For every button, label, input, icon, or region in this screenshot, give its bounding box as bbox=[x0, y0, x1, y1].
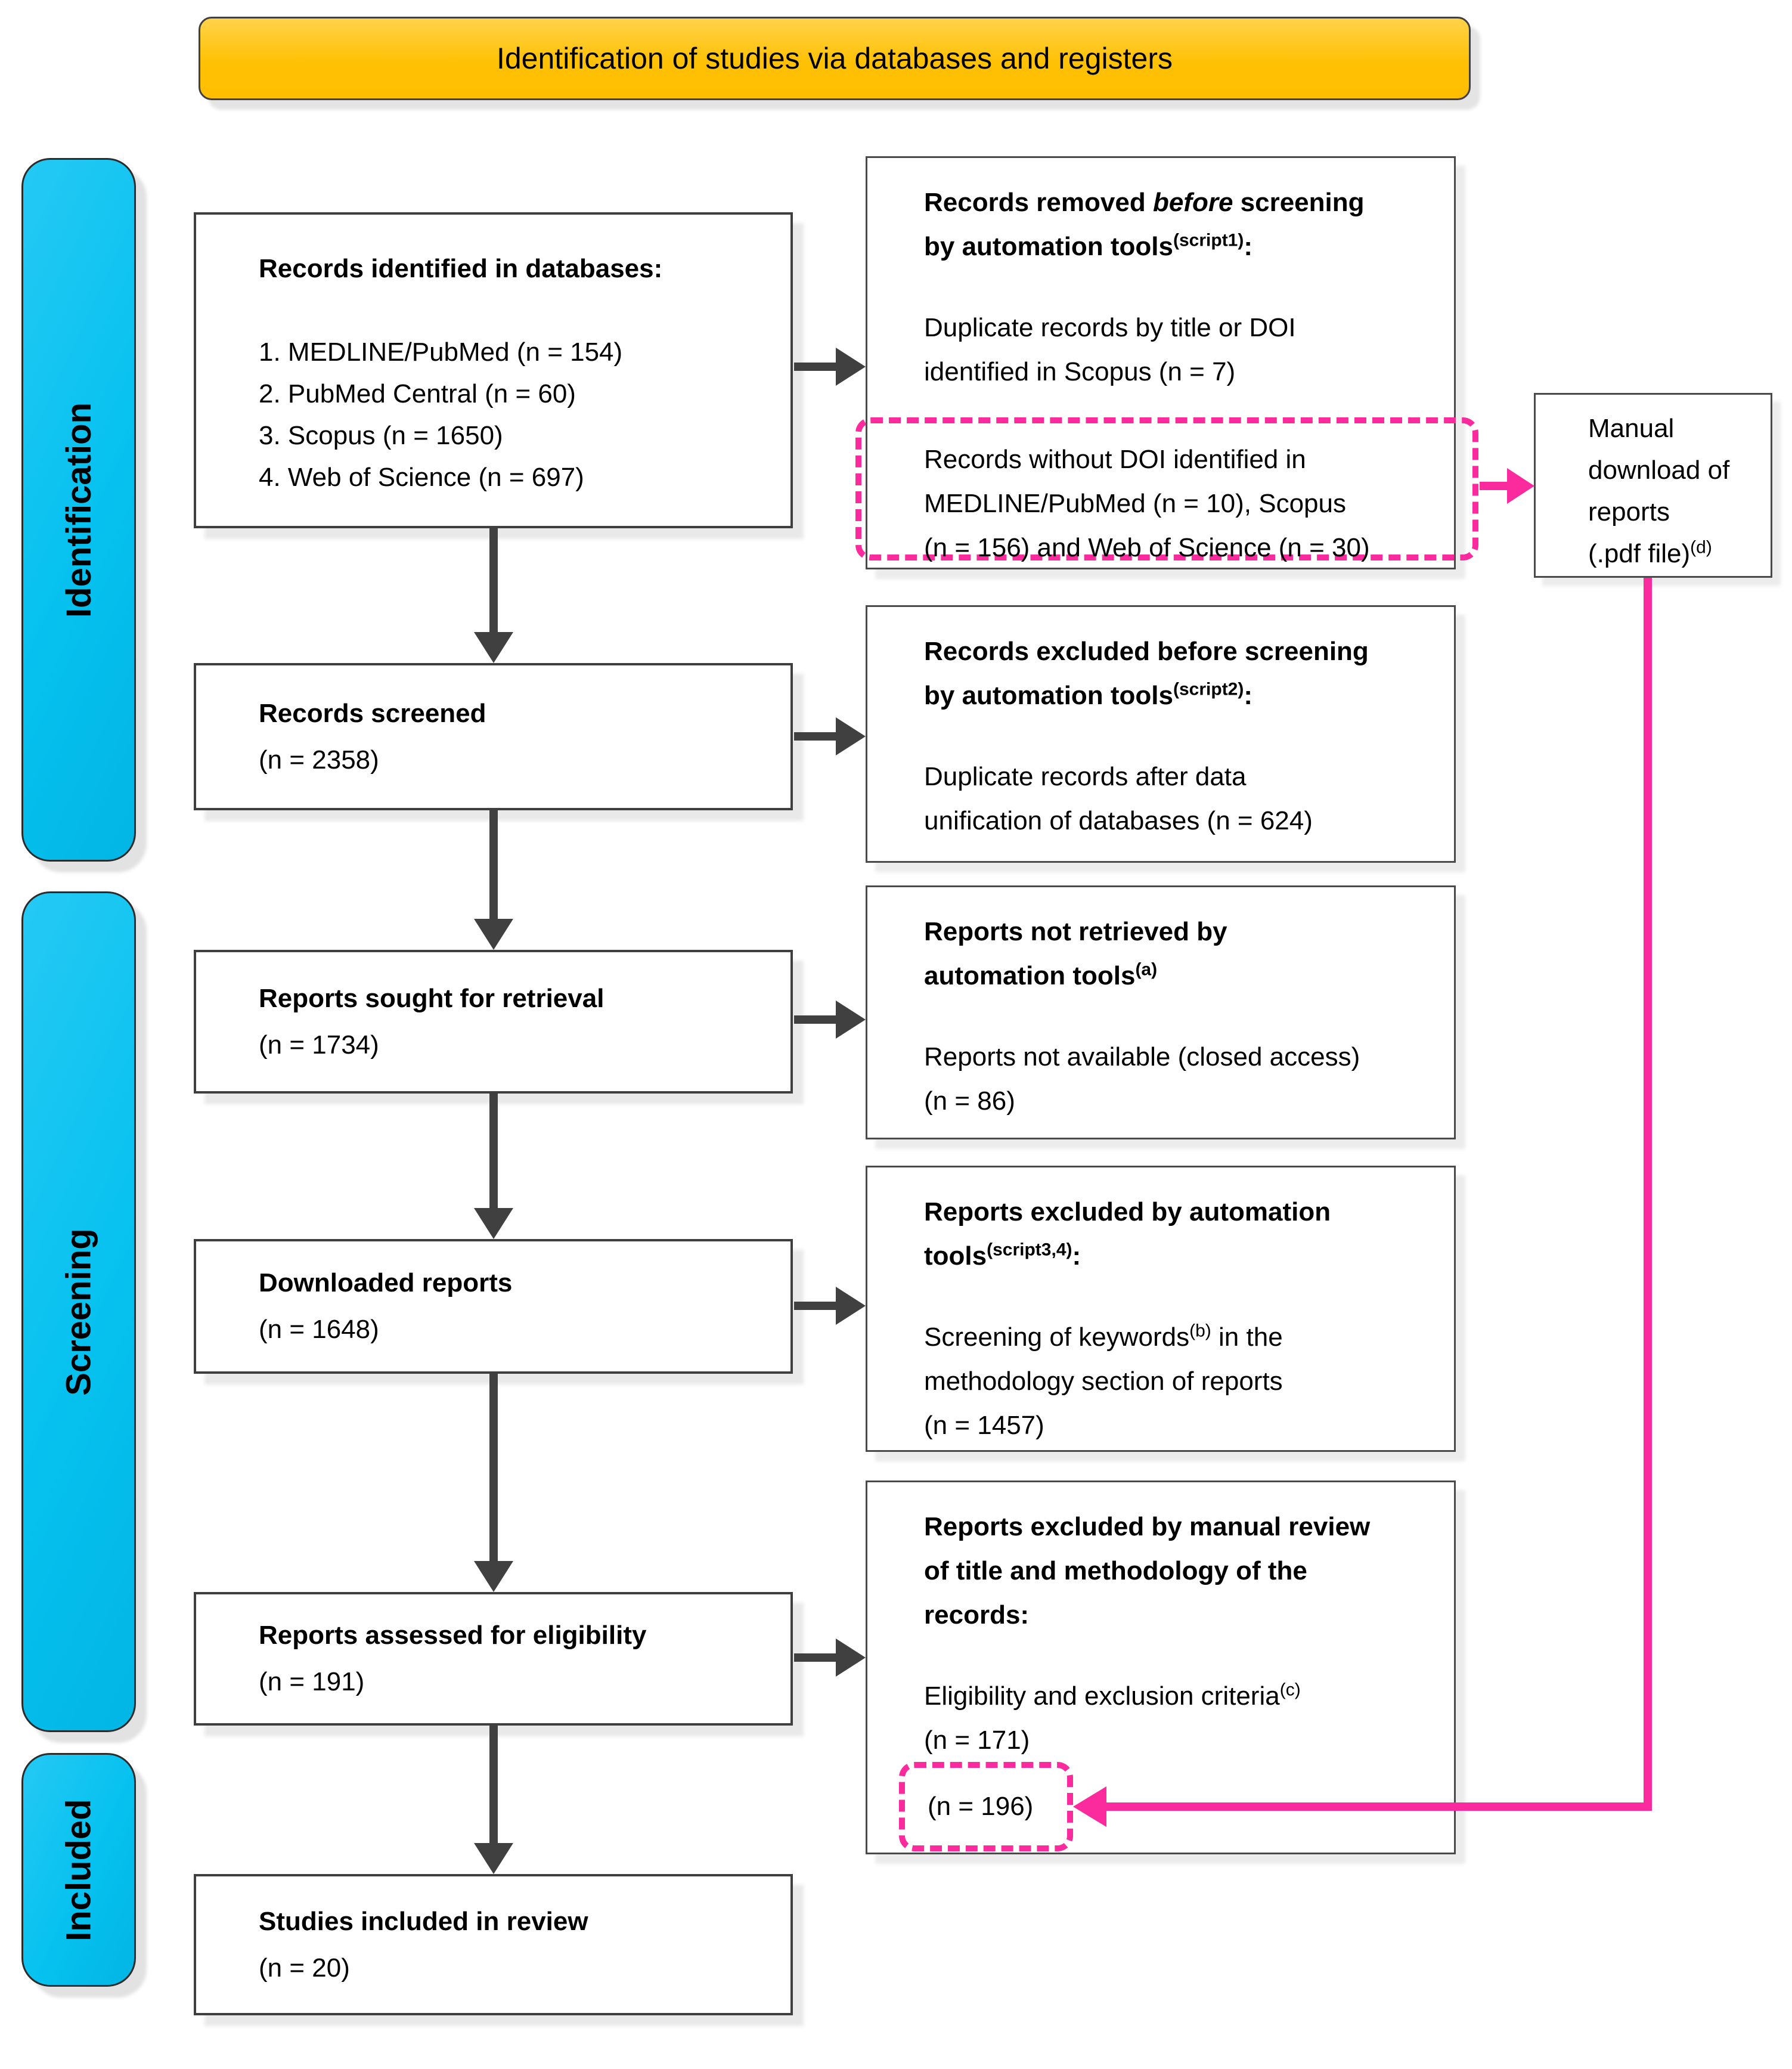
heading-text: tools bbox=[924, 1241, 987, 1271]
box-reports-not-retrieved-heading: Reports not retrieved by automation tool… bbox=[924, 910, 1424, 998]
heading-text: : bbox=[1244, 232, 1253, 261]
box-records-screened-count: (n = 2358) bbox=[259, 745, 379, 775]
body-superscript: (b) bbox=[1189, 1321, 1211, 1341]
heading-text: Reports not retrieved by bbox=[924, 917, 1227, 946]
heading-superscript: (script2) bbox=[1173, 679, 1244, 699]
body-text: (n = 171) bbox=[924, 1726, 1030, 1755]
body-text: (n = 1457) bbox=[924, 1411, 1044, 1440]
heading-text: by automation tools bbox=[924, 232, 1173, 261]
heading-text: Reports excluded by manual review bbox=[924, 1512, 1371, 1541]
body-superscript: (c) bbox=[1279, 1680, 1301, 1700]
heading-text: Records excluded before screening bbox=[924, 637, 1369, 666]
box-downloaded-reports-title: Downloaded reports bbox=[259, 1268, 513, 1297]
heading-superscript: (a) bbox=[1135, 959, 1158, 980]
box-reports-assessed-count: (n = 191) bbox=[259, 1667, 365, 1696]
box-records-removed-heading: Records removed before screening by auto… bbox=[924, 181, 1424, 269]
dashed-text: (n = 196) bbox=[928, 1792, 1034, 1821]
box-reports-excluded-automation: Reports excluded by automation tools(scr… bbox=[866, 1166, 1456, 1452]
database-item: 2. PubMed Central (n = 60) bbox=[259, 379, 576, 408]
dashed-box-records-without-doi: Records without DOI identified in MEDLIN… bbox=[855, 417, 1478, 562]
body-text: in the bbox=[1211, 1322, 1283, 1352]
box-records-screened-title: Records screened bbox=[259, 698, 486, 728]
stage-label-screening: Screening bbox=[59, 1228, 98, 1396]
stage-label-included: Included bbox=[59, 1798, 98, 1941]
heading-superscript: (script3,4) bbox=[987, 1240, 1072, 1260]
box-manual-download: Manual download of reports (.pdf file)(d… bbox=[1534, 393, 1772, 578]
body-text: methodology section of reports bbox=[924, 1367, 1283, 1396]
box-records-removed-before-screening: Records removed before screening by auto… bbox=[866, 156, 1456, 569]
body-text: (.pdf file) bbox=[1588, 539, 1691, 568]
box-reports-sought-count: (n = 1734) bbox=[259, 1030, 379, 1060]
database-item: 4. Web of Science (n = 697) bbox=[259, 463, 584, 492]
stage-band-screening: Screening bbox=[21, 891, 136, 1732]
box-reports-excluded-manual-heading: Reports excluded by manual review of tit… bbox=[924, 1505, 1424, 1637]
body-text: (n = 86) bbox=[924, 1086, 1015, 1116]
database-item: 3. Scopus (n = 1650) bbox=[259, 421, 503, 450]
box-reports-excluded-manual-review: Reports excluded by manual review of tit… bbox=[866, 1480, 1456, 1854]
box-reports-excluded-automation-body: Screening of keywords(b) in the methodol… bbox=[924, 1315, 1424, 1448]
body-text: identified in Scopus (n = 7) bbox=[924, 357, 1236, 386]
dashed-text: (n = 156) and Web of Science (n = 30) bbox=[924, 533, 1370, 562]
box-records-removed-body: Duplicate records by title or DOI identi… bbox=[924, 306, 1424, 394]
box-records-identified: Records identified in databases: 1. MEDL… bbox=[194, 212, 793, 528]
box-records-excluded-heading: Records excluded before screening by aut… bbox=[924, 630, 1424, 718]
box-reports-not-retrieved-body: Reports not available (closed access) (n… bbox=[924, 1035, 1424, 1123]
box-reports-not-retrieved: Reports not retrieved by automation tool… bbox=[866, 885, 1456, 1139]
box-studies-included-count: (n = 20) bbox=[259, 1953, 350, 1983]
banner-title: Identification of studies via databases … bbox=[496, 42, 1173, 75]
database-item: 1. MEDLINE/PubMed (n = 154) bbox=[259, 337, 623, 367]
heading-text: screening bbox=[1233, 188, 1365, 217]
box-studies-included-title: Studies included in review bbox=[259, 1906, 588, 1936]
body-text: Duplicate records by title or DOI bbox=[924, 313, 1296, 342]
body-text: unification of databases (n = 624) bbox=[924, 806, 1313, 835]
stage-band-included: Included bbox=[21, 1753, 136, 1987]
stage-band-identification: Identification bbox=[21, 158, 136, 862]
box-studies-included: Studies included in review (n = 20) bbox=[194, 1874, 793, 2015]
box-reports-sought: Reports sought for retrieval (n = 1734) bbox=[194, 950, 793, 1094]
body-text: Screening of keywords bbox=[924, 1322, 1190, 1352]
body-superscript: (d) bbox=[1690, 537, 1712, 557]
database-list: 1. MEDLINE/PubMed (n = 154) 2. PubMed Ce… bbox=[259, 332, 767, 498]
dashed-text: MEDLINE/PubMed (n = 10), Scopus bbox=[924, 489, 1346, 518]
heading-superscript: (script1) bbox=[1173, 230, 1244, 250]
box-records-screened: Records screened (n = 2358) bbox=[194, 663, 793, 810]
heading-italic: before bbox=[1152, 188, 1233, 217]
body-text: download of bbox=[1588, 456, 1730, 485]
heading-text: Reports excluded by automation bbox=[924, 1197, 1331, 1226]
box-reports-excluded-manual-body: Eligibility and exclusion criteria(c) (n… bbox=[924, 1674, 1424, 1763]
dashed-text: Records without DOI identified in bbox=[924, 445, 1306, 474]
body-text: Reports not available (closed access) bbox=[924, 1042, 1360, 1071]
heading-text: Records removed bbox=[924, 188, 1153, 217]
heading-text: : bbox=[1072, 1241, 1081, 1271]
box-records-excluded-before-screening: Records excluded before screening by aut… bbox=[866, 605, 1456, 863]
box-reports-assessed: Reports assessed for eligibility (n = 19… bbox=[194, 1592, 793, 1726]
heading-text: records: bbox=[924, 1600, 1030, 1630]
box-records-excluded-body: Duplicate records after data unification… bbox=[924, 755, 1424, 843]
dashed-box-n196: (n = 196) bbox=[899, 1762, 1073, 1851]
body-text: Manual bbox=[1588, 414, 1675, 443]
box-records-identified-title: Records identified in databases: bbox=[259, 254, 663, 283]
body-text: Duplicate records after data bbox=[924, 762, 1247, 791]
box-downloaded-reports-count: (n = 1648) bbox=[259, 1315, 379, 1344]
body-text: reports bbox=[1588, 497, 1670, 526]
stage-label-identification: Identification bbox=[59, 402, 98, 618]
body-text: Eligibility and exclusion criteria bbox=[924, 1681, 1280, 1711]
heading-text: by automation tools bbox=[924, 681, 1173, 710]
box-reports-sought-title: Reports sought for retrieval bbox=[259, 983, 604, 1013]
heading-text: of title and methodology of the bbox=[924, 1556, 1307, 1585]
heading-text: : bbox=[1244, 681, 1253, 710]
box-reports-assessed-title: Reports assessed for eligibility bbox=[259, 1621, 647, 1650]
box-reports-excluded-automation-heading: Reports excluded by automation tools(scr… bbox=[924, 1190, 1424, 1278]
banner: Identification of studies via databases … bbox=[199, 17, 1471, 100]
heading-text: automation tools bbox=[924, 961, 1136, 990]
box-downloaded-reports: Downloaded reports (n = 1648) bbox=[194, 1239, 793, 1374]
